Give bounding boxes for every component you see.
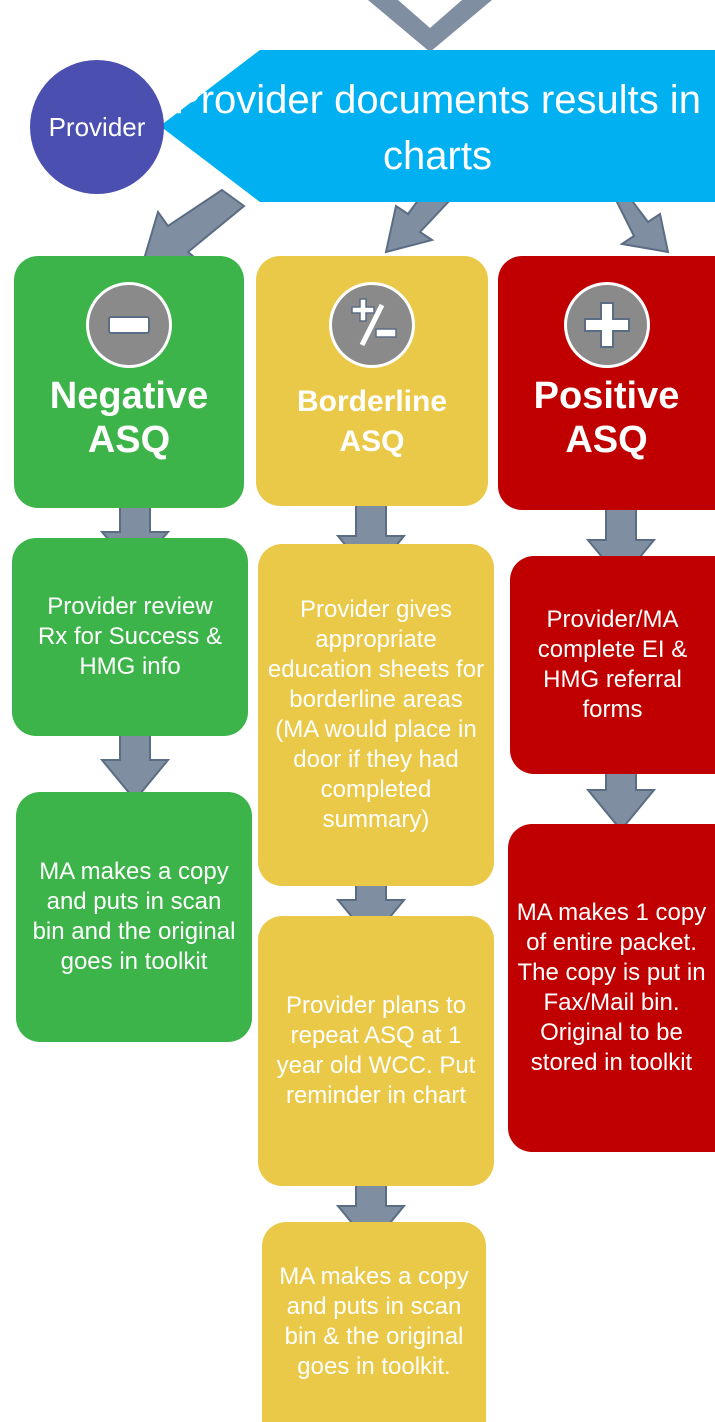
positive-step2-text: MA makes 1 copy of entire packet. The co…: [516, 899, 707, 1076]
positive-step2-box: MA makes 1 copy of entire packet. The co…: [508, 824, 715, 1152]
plus-minus-icon: [329, 282, 415, 368]
arrow-to-negative: [140, 188, 246, 268]
borderline-asq-box: Borderline ASQ: [256, 256, 488, 506]
borderline-title-line1: Borderline: [296, 385, 448, 418]
minus-icon: [86, 282, 172, 368]
plus-icon: [563, 282, 650, 368]
positive-title-line1: Positive: [533, 375, 680, 417]
positive-asq-box: Positive ASQ: [498, 256, 715, 510]
negative-asq-box: Negative ASQ: [14, 256, 244, 508]
borderline-step2-text: Provider plans to repeat ASQ at 1 year o…: [276, 992, 476, 1109]
provider-circle: Provider: [30, 60, 164, 194]
negative-title-line1: Negative: [49, 375, 209, 417]
borderline-step3-box: MA makes a copy and puts in scan bin & t…: [262, 1222, 486, 1422]
negative-step1-text: Provider review Rx for Success & HMG inf…: [37, 593, 223, 680]
positive-step1-text: Provider/MA complete EI & HMG referral f…: [537, 606, 688, 723]
borderline-step1-text: Provider gives appropriate education she…: [267, 596, 485, 833]
top-chevron-arrow: [368, 0, 492, 52]
borderline-step2-box: Provider plans to repeat ASQ at 1 year o…: [258, 916, 494, 1186]
positive-title-line2: ASQ: [565, 419, 648, 461]
provider-label: Provider: [48, 111, 146, 142]
negative-step1-box: Provider review Rx for Success & HMG inf…: [12, 538, 248, 736]
negative-step2-box: MA makes a copy and puts in scan bin and…: [16, 792, 252, 1042]
borderline-title-line2: ASQ: [339, 425, 405, 458]
borderline-step3-text: MA makes a copy and puts in scan bin & t…: [279, 1263, 469, 1380]
positive-step1-box: Provider/MA complete EI & HMG referral f…: [510, 556, 715, 774]
banner-title: Provider documents results in charts: [174, 78, 701, 178]
borderline-step1-box: Provider gives appropriate education she…: [258, 544, 494, 886]
negative-title-line2: ASQ: [87, 419, 171, 461]
header-banner: [160, 50, 715, 202]
negative-step2-text: MA makes a copy and puts in scan bin and…: [32, 858, 236, 975]
